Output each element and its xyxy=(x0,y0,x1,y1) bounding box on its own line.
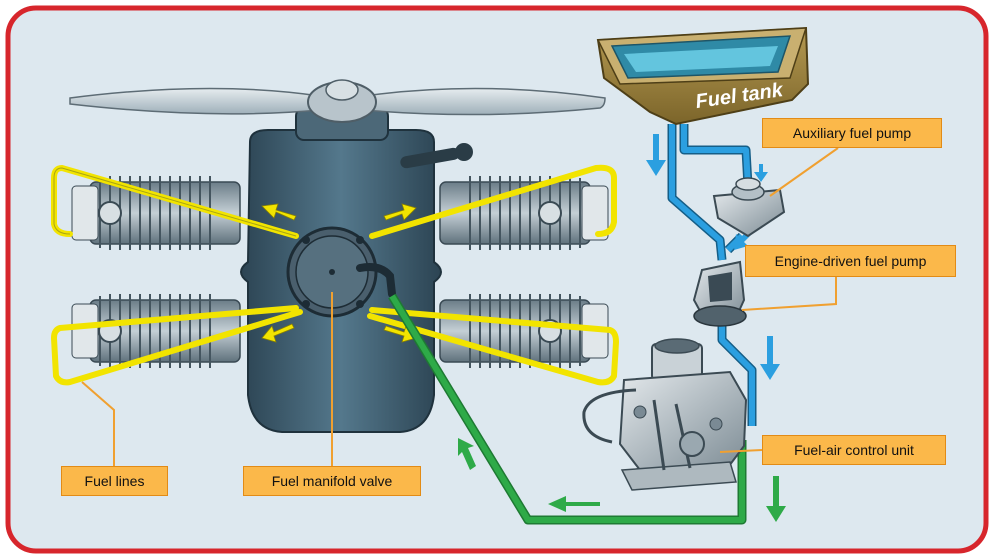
green-fuel-line xyxy=(389,294,745,523)
arrow-blue-tank-out xyxy=(646,134,666,176)
label-fuel-air-control-unit: Fuel-air control unit xyxy=(762,435,946,465)
auxiliary-fuel-pump xyxy=(712,177,786,238)
arrow-blue-to-control xyxy=(760,336,780,380)
arrow-green-up xyxy=(458,438,476,470)
fuel-air-control-unit xyxy=(582,338,748,491)
yellow-fuel-lines xyxy=(51,164,619,386)
arrow-bottom-left xyxy=(261,323,295,343)
oil-filler-handle xyxy=(400,143,473,169)
leader-engine-driven-fuel-pump xyxy=(741,277,837,311)
cylinder-bottom-right xyxy=(439,294,609,368)
leader-fuel-air-control-unit xyxy=(719,449,763,453)
arrow-green-left xyxy=(548,496,600,512)
engine-driven-fuel-pump xyxy=(692,260,747,327)
cylinder-top-left xyxy=(71,176,241,250)
fuel-tank: Fuel tank xyxy=(596,26,810,126)
blue-fuel-lines xyxy=(667,124,757,426)
leader-fuel-lines xyxy=(81,381,115,466)
arrow-green-down xyxy=(766,476,786,522)
arrow-top-right xyxy=(383,203,417,221)
arrow-top-left xyxy=(261,203,297,221)
label-fuel-manifold-valve: Fuel manifold valve xyxy=(243,466,421,496)
propeller xyxy=(69,79,606,123)
arrow-blue-aux-in xyxy=(754,164,768,182)
label-engine-driven-fuel-pump: Engine-driven fuel pump xyxy=(745,245,956,277)
leader-auxiliary-fuel-pump xyxy=(769,147,839,197)
green-flow-arrows xyxy=(458,438,786,522)
leader-lines xyxy=(81,147,839,466)
label-auxiliary-fuel-pump: Auxiliary fuel pump xyxy=(762,118,942,148)
label-fuel-lines: Fuel lines xyxy=(61,466,168,496)
